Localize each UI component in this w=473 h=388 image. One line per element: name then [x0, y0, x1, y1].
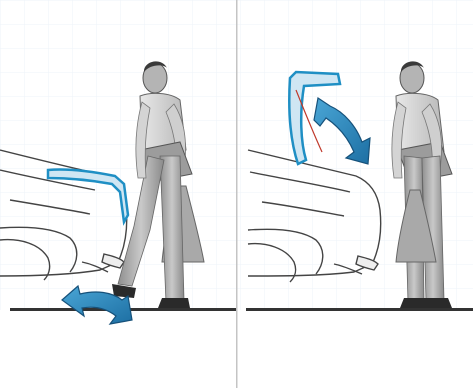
right-ground-line [246, 308, 473, 311]
panel-divider [236, 0, 238, 388]
